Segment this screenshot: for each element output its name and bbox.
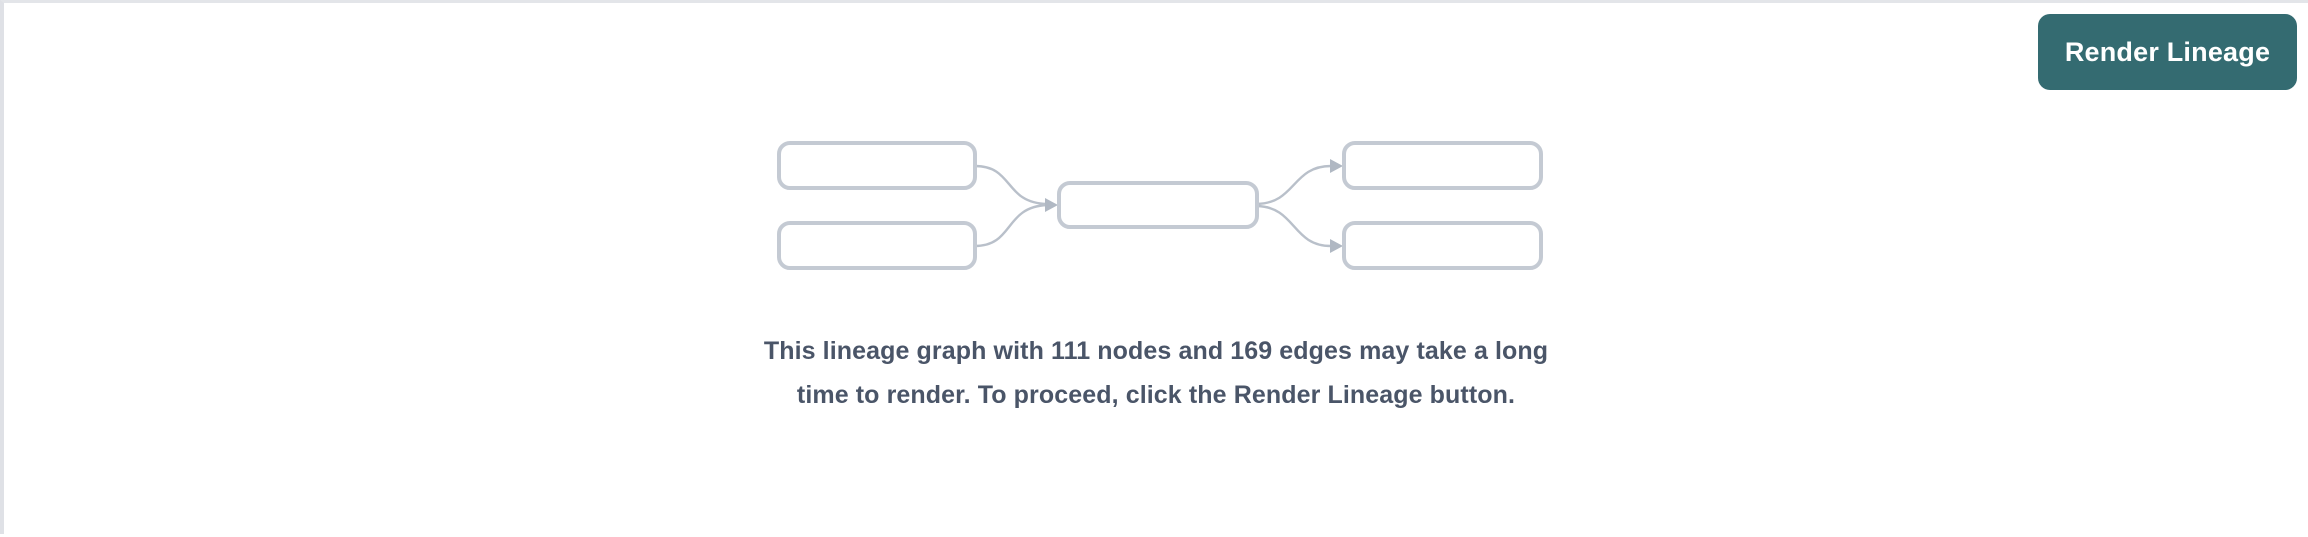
graph-node-source-1 <box>777 141 977 190</box>
render-lineage-button[interactable]: Render Lineage <box>2038 14 2297 90</box>
graph-arrowhead-into-target2 <box>1330 239 1343 253</box>
graph-node-center <box>1057 181 1259 229</box>
lineage-warning-message: This lineage graph with 111 nodes and 16… <box>763 337 1549 409</box>
graph-node-target-2 <box>1342 221 1543 270</box>
graph-edge-center-target2 <box>1256 204 1332 248</box>
graph-arrowhead-into-target1 <box>1330 159 1343 173</box>
graph-arrowhead-into-center <box>1045 198 1058 212</box>
lineage-graph-canvas <box>777 141 1543 270</box>
graph-edge-center-target1 <box>1256 164 1332 206</box>
lineage-placeholder-graph <box>4 3 2308 537</box>
graph-edge-source1-center <box>974 164 1048 206</box>
graph-node-source-2 <box>777 221 977 270</box>
graph-node-target-1 <box>1342 141 1543 190</box>
graph-edge-source2-center <box>974 203 1048 248</box>
